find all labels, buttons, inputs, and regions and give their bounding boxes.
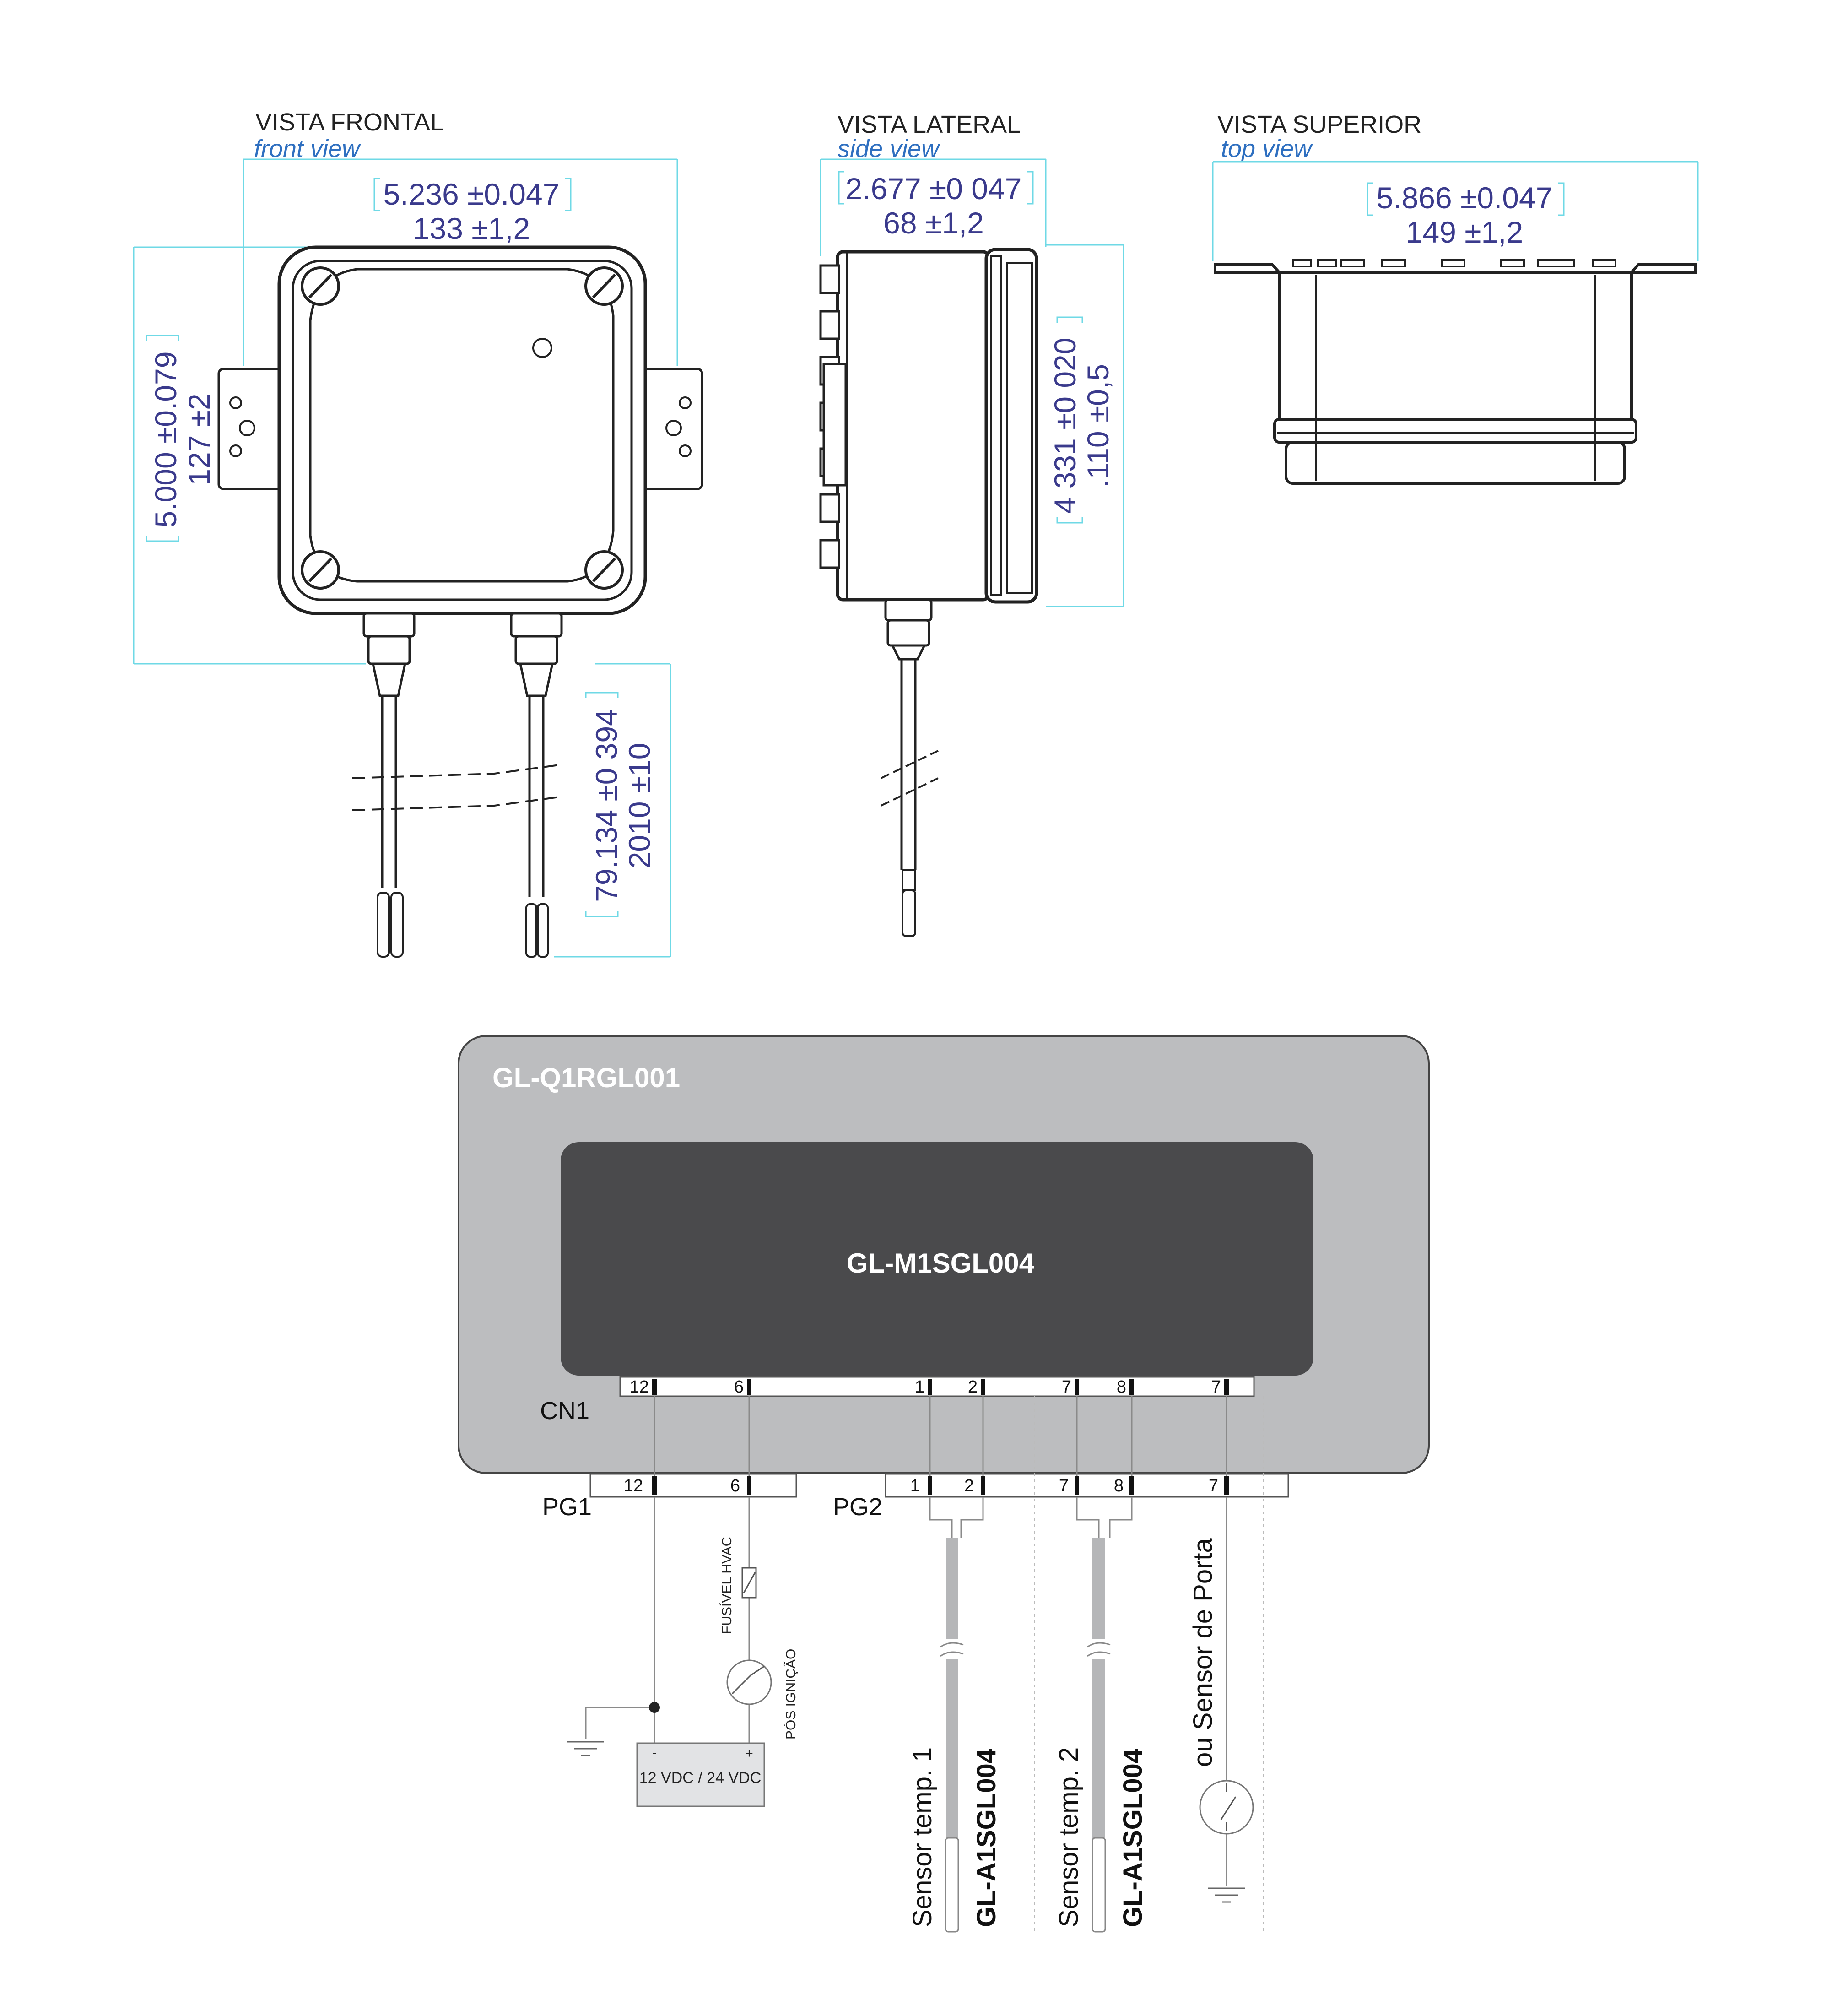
top-view-title: VISTA SUPERIOR	[1217, 111, 1421, 138]
cn1-label: CN1	[540, 1397, 589, 1425]
front-enclosure	[277, 245, 647, 615]
battery-voltage-label: 12 VDC / 24 VDC	[639, 1769, 761, 1787]
top-view-subtitle: top view	[1221, 135, 1313, 163]
side-cable-gland	[884, 598, 933, 661]
top-enclosure	[1214, 263, 1697, 485]
top-width-inch: 5.866 ±0.047	[1377, 181, 1553, 215]
module-model-label: GL-M1SGL004	[847, 1248, 1035, 1279]
side-height-inch: 4 331 ±0 020	[1048, 338, 1082, 514]
pg2-label: PG2	[833, 1493, 882, 1521]
ground-symbols	[567, 1741, 1245, 1903]
front-screws	[301, 266, 624, 590]
top-width-mm: 149 ±1,2	[1406, 215, 1523, 249]
pg2-pin-7a: 7	[1059, 1476, 1069, 1496]
pg1-connector	[589, 1473, 797, 1498]
pg1-pin-12: 12	[624, 1476, 643, 1496]
front-height-mm: 127 ±2	[182, 393, 216, 485]
pg2-connector	[885, 1473, 1289, 1498]
top-view: VISTA SUPERIOR top view 5.866 ±0.047 149…	[1212, 111, 1699, 485]
front-cables	[381, 696, 545, 897]
side-width-inch: 2.677 ±0 047	[846, 172, 1022, 206]
pg2-pin-7b: 7	[1209, 1476, 1218, 1496]
front-dimension-lines	[133, 158, 678, 958]
battery-plus: +	[745, 1746, 753, 1761]
front-view-subtitle: front view	[254, 135, 361, 163]
module-block	[561, 1142, 1313, 1376]
front-width-inch: 5.236 ±0.047	[384, 177, 560, 211]
side-height-mm: .110 ±0,5	[1081, 364, 1115, 488]
sensor-2-label: Sensor temp. 2	[1054, 1747, 1084, 1927]
side-enclosure	[836, 250, 990, 602]
side-dimension-lines	[820, 158, 1124, 607]
battery-minus: -	[652, 1745, 657, 1760]
fuse-label: FUSÍVEL HVAC	[719, 1537, 735, 1634]
ignition-switch-symbol	[726, 1659, 772, 1705]
front-view: VISTA FRONTAL front view 5.236 ±0.047 13…	[133, 108, 703, 958]
door-sensor-label: ou Sensor de Porta	[1188, 1538, 1218, 1767]
side-view-title: VISTA LATERAL	[838, 111, 1021, 138]
enclosure-model-label: GL-Q1RGL001	[492, 1062, 680, 1093]
pg1-label: PG1	[542, 1493, 592, 1521]
door-sensor-symbol	[1199, 1780, 1254, 1835]
side-width-mm: 68 ±1,2	[883, 206, 984, 240]
cn1-pin-1: 1	[915, 1377, 924, 1397]
front-cable-glands	[362, 612, 563, 697]
wiring-diagram: GL-Q1RGL001 GL-M1SGL004 CN1 12 6 1 2 7 8…	[458, 1035, 1430, 1933]
front-width-mm: 133 ±1,2	[413, 211, 530, 245]
cn1-pin-12: 12	[630, 1377, 649, 1397]
sensor-2	[1087, 1538, 1111, 1933]
sensor-1	[940, 1538, 964, 1933]
side-view: VISTA LATERAL side view 2.677 ±0 047 68 …	[819, 111, 1124, 937]
cn1-connector	[619, 1376, 1255, 1397]
top-dimension-lines	[1212, 161, 1699, 261]
sensor-1-label: Sensor temp. 1	[908, 1747, 937, 1927]
pg2-pin-1: 1	[910, 1476, 920, 1496]
cable-length-inch: 79.134 ±0 394	[589, 709, 623, 902]
side-view-subtitle: side view	[838, 135, 940, 163]
pg2-pin-2: 2	[964, 1476, 974, 1496]
front-height-inch: 5.000 ±0.079	[149, 352, 183, 528]
cn1-pin-7b: 7	[1211, 1377, 1221, 1397]
wires	[585, 1396, 1227, 1886]
pg1-pin-6: 6	[730, 1476, 740, 1496]
battery-block	[636, 1742, 765, 1807]
cn1-pin-6: 6	[734, 1377, 744, 1397]
cn1-pin-7a: 7	[1062, 1377, 1071, 1397]
pg2-pin-8: 8	[1114, 1476, 1124, 1496]
cn1-pin-8: 8	[1117, 1377, 1126, 1397]
front-view-title: VISTA FRONTAL	[255, 108, 444, 136]
sensor-1-model: GL-A1SGL004	[972, 1749, 1001, 1927]
side-cable	[900, 659, 917, 870]
cable-length-mm: 2010 ±10	[622, 743, 656, 869]
ignition-label: PÓS IGNIÇÃO	[783, 1649, 799, 1739]
sensor-2-model: GL-A1SGL004	[1118, 1749, 1148, 1927]
cn1-pin-2: 2	[968, 1377, 978, 1397]
